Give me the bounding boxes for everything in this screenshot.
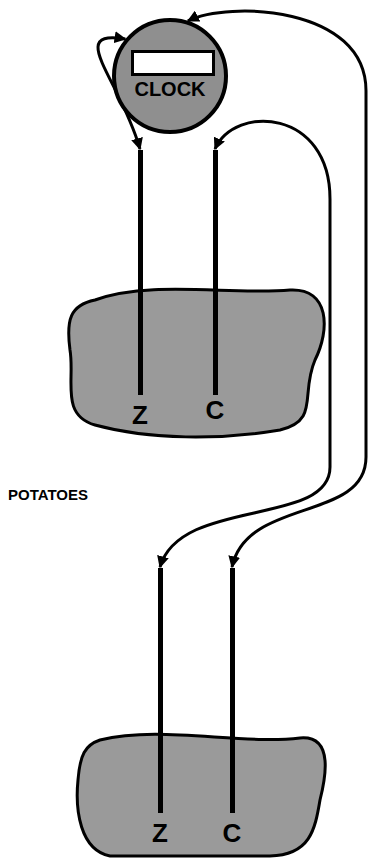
clock-circle: CLOCK bbox=[112, 18, 228, 134]
group-label: POTATOES bbox=[8, 486, 88, 503]
electrode-rod bbox=[138, 150, 143, 395]
potato-shape bbox=[77, 734, 325, 856]
electrode: Z bbox=[125, 150, 155, 430]
electrode-label: Z bbox=[125, 400, 155, 430]
wire bbox=[160, 121, 330, 567]
electrode-rod bbox=[158, 568, 163, 813]
electrode-label: C bbox=[217, 818, 247, 848]
electrode-rod bbox=[230, 568, 235, 813]
electrode: Z bbox=[145, 568, 175, 848]
clock-label: CLOCK bbox=[116, 78, 224, 101]
electrode: C bbox=[217, 568, 247, 848]
potato-shape bbox=[69, 289, 325, 437]
electrode-label: C bbox=[200, 395, 230, 425]
electrode-label: Z bbox=[145, 818, 175, 848]
electrode-rod bbox=[213, 150, 218, 395]
clock-display bbox=[131, 50, 215, 76]
electrode: C bbox=[200, 150, 230, 425]
